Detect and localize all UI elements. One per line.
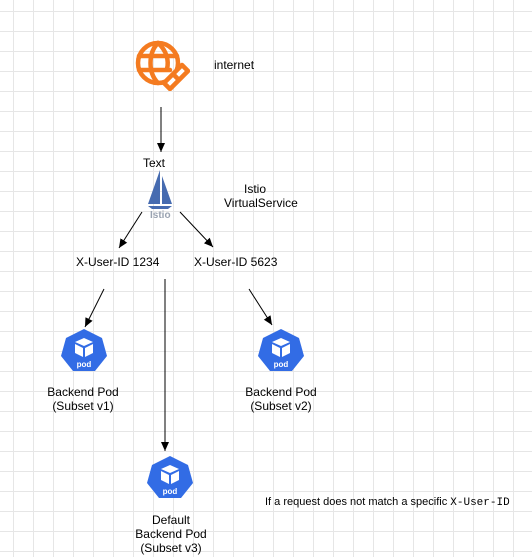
edge-route-1234-to-pod-v1 xyxy=(84,288,105,328)
edge-route-5623-to-pod-v2 xyxy=(248,288,273,326)
route-label-1234: X-User-ID 1234 xyxy=(76,255,160,269)
default-route-note: If a request does not match a specific X… xyxy=(265,495,510,510)
istio-logo-text: Istio xyxy=(150,210,171,221)
edge-istio-to-route-5623 xyxy=(179,211,214,248)
kubernetes-pod-icon-v2: pod xyxy=(258,329,304,371)
pod-icon-text-v3: pod xyxy=(163,487,178,496)
pod-v1-line1: Backend Pod xyxy=(47,385,119,399)
pod-v3-label: Default Backend Pod (Subset v3) xyxy=(126,513,216,555)
route-label-5623: X-User-ID 5623 xyxy=(194,255,278,269)
pod-icon-text-v2: pod xyxy=(274,360,289,369)
kubernetes-pod-icon-v3: pod xyxy=(147,456,193,498)
pod-v3-line1: Default xyxy=(151,513,191,527)
edge-istio-to-route-1234 xyxy=(118,211,143,249)
istio-label-line1: Istio xyxy=(243,182,266,196)
istio-virtualservice-label: Istio VirtualService xyxy=(224,182,298,210)
istio-logo-icon xyxy=(148,170,172,209)
pod-v2-line1: Backend Pod xyxy=(245,385,317,399)
pod-v2-line2: (Subset v2) xyxy=(250,399,312,413)
pod-icon-text-v1: pod xyxy=(77,360,92,369)
pod-v1-label: Backend Pod (Subset v1) xyxy=(38,385,128,413)
internet-label: internet xyxy=(214,58,255,72)
note-code: X-User-ID xyxy=(450,497,510,509)
text-label: Text xyxy=(143,156,166,170)
pod-v3-line3: (Subset v3) xyxy=(140,541,202,555)
istio-label-line2: VirtualService xyxy=(224,196,298,210)
pod-v2-label: Backend Pod (Subset v2) xyxy=(236,385,326,413)
note-text: If a request does not match a specific xyxy=(265,496,451,508)
pod-v1-line2: (Subset v1) xyxy=(52,399,114,413)
globe-icon xyxy=(135,40,190,91)
pod-v3-line2: Backend Pod xyxy=(135,527,207,541)
kubernetes-pod-icon-v1: pod xyxy=(61,329,107,371)
